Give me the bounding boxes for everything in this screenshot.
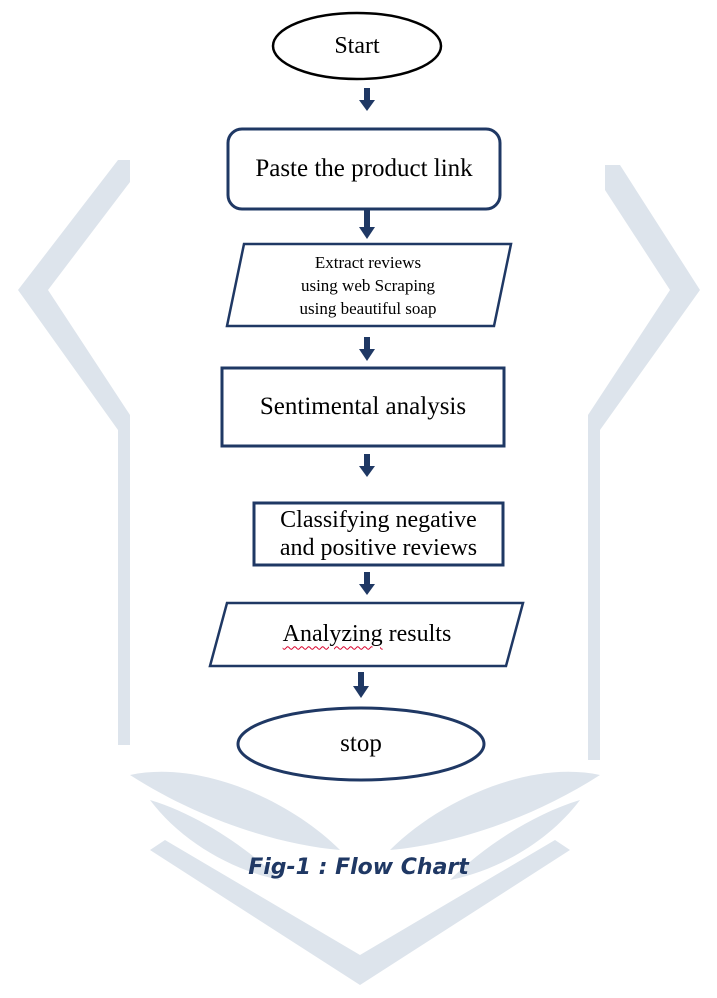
- extract-reviews-label: Extract reviews using web Scraping using…: [246, 247, 490, 323]
- extract-line-3: using beautiful soap: [299, 298, 437, 318]
- arrow-down-icon: [359, 208, 375, 239]
- arrow-down-icon: [353, 672, 369, 698]
- arrow-down-icon: [359, 454, 375, 477]
- figure-caption: Fig-1 : Flow Chart: [248, 855, 469, 880]
- extract-reviews-io: [225, 242, 513, 328]
- results-word: results: [382, 621, 452, 648]
- sentiment-analysis-process: [220, 366, 506, 448]
- start-label: Start: [334, 32, 380, 59]
- analyzing-label: Analyzing results: [228, 603, 506, 666]
- paste-link-label: Paste the product link: [255, 155, 473, 182]
- classify-line-1: Classifying negative: [280, 507, 477, 533]
- arrow-down-icon: [359, 572, 375, 595]
- analyzing-results-io: [208, 601, 525, 668]
- extract-line-2: using web Scraping: [300, 275, 436, 295]
- stop-terminal: [236, 706, 486, 782]
- classify-line-2: and positive reviews: [279, 535, 478, 561]
- sentiment-label: Sentimental analysis: [259, 393, 467, 421]
- arrow-down-icon: [359, 88, 375, 111]
- classify-reviews-process: [252, 501, 505, 567]
- analyzing-word: Analyzing: [282, 621, 383, 648]
- stop-label: stop: [340, 730, 382, 758]
- classify-label: Classifying negative and positive review…: [254, 503, 503, 565]
- arrow-down-icon: [359, 337, 375, 361]
- start-terminal: [271, 11, 443, 81]
- extract-line-1: Extract reviews: [314, 252, 422, 272]
